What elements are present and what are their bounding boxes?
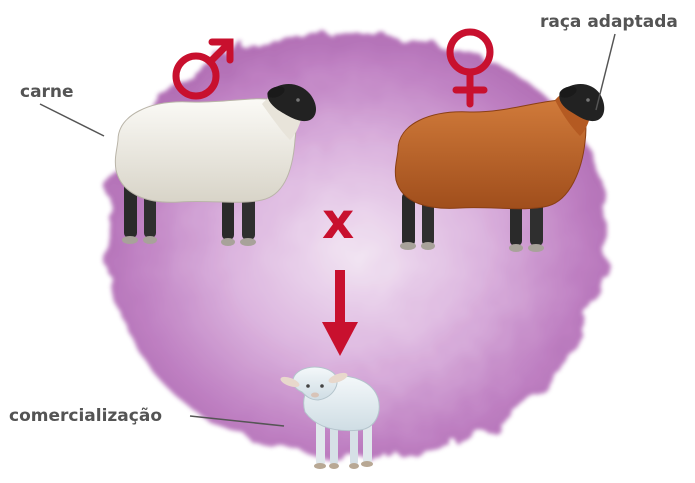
leader-line-male — [40, 104, 104, 136]
label-male-breed: carne — [20, 82, 74, 102]
label-female-breed: raça adaptada — [540, 12, 678, 32]
cross-symbol: x — [322, 196, 354, 246]
leader-line-female — [596, 34, 615, 110]
label-offspring: comercialização — [9, 406, 162, 426]
